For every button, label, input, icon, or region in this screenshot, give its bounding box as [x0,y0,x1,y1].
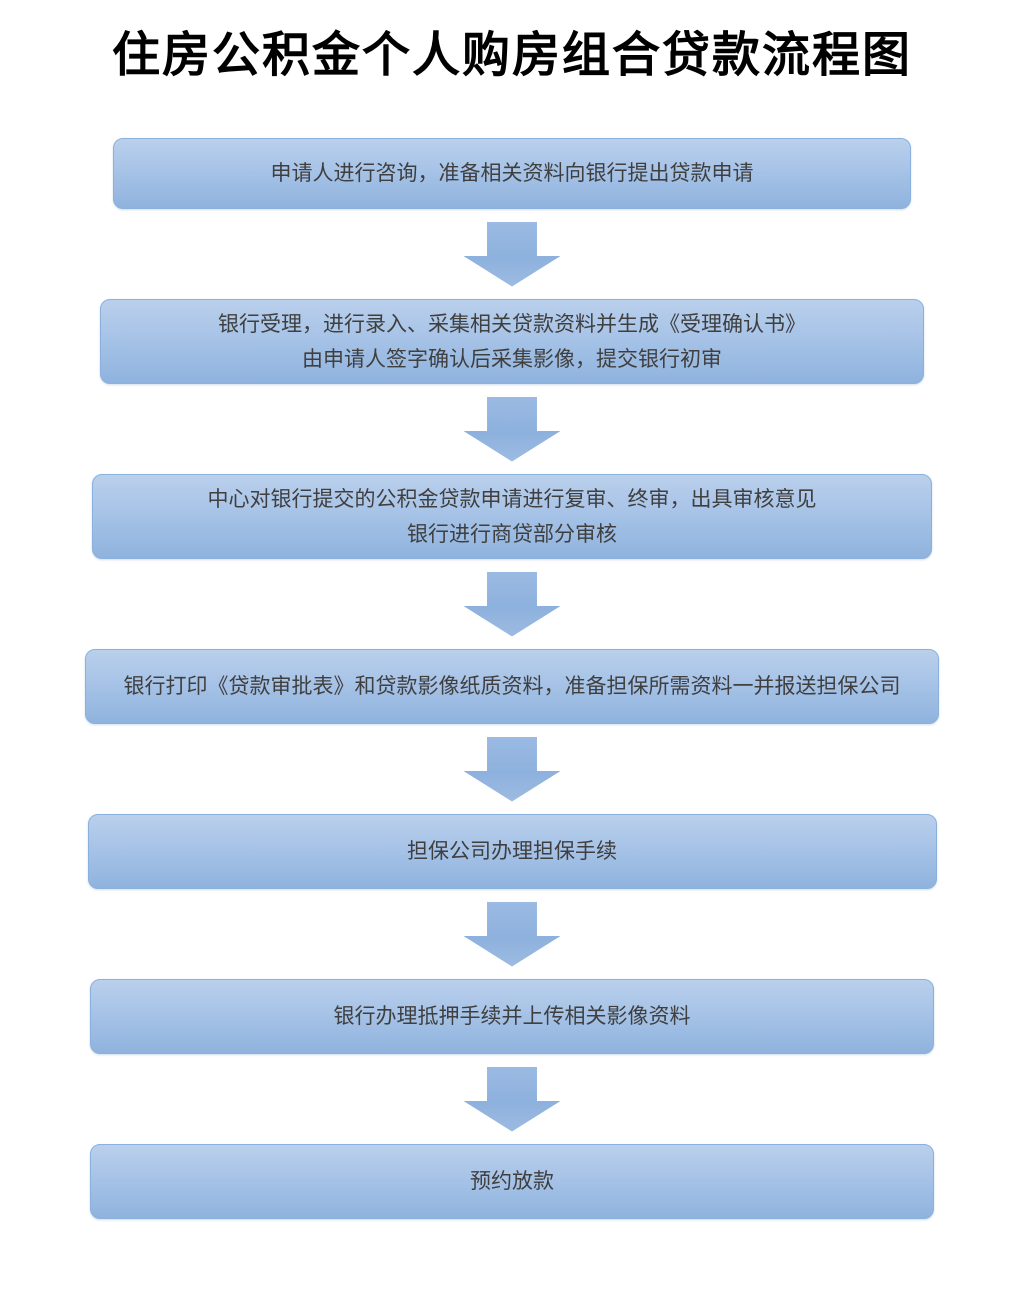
flow-step-3-label: 中心对银行提交的公积金贷款申请进行复审、终审，出具审核意见 银行进行商贷部分审核 [207,487,817,546]
flow-step-4: 银行打印《贷款审批表》和贷款影像纸质资料，准备担保所需资料一并报送担保公司 [85,649,939,724]
flow-step-7-label: 预约放款 [470,1170,554,1193]
connector-row-2 [463,384,561,474]
flow-step-4-label: 银行打印《贷款审批表》和贷款影像纸质资料，准备担保所需资料一并报送担保公司 [123,675,901,698]
down-arrow-icon [463,221,561,287]
down-arrow-icon [463,1066,561,1132]
flow-step-6: 银行办理抵押手续并上传相关影像资料 [90,979,934,1054]
flow-step-2-label: 银行受理，进行录入、采集相关贷款资料并生成《受理确认书》 由申请人签字确认后采集… [218,312,806,371]
flowchart: 申请人进行咨询，准备相关资料向银行提出贷款申请 银行受理，进行录入、采集相关贷款… [0,138,1024,1219]
down-arrow-icon [463,736,561,802]
connector-row-3 [463,559,561,649]
page-title: 住房公积金个人购房组合贷款流程图 [111,29,912,82]
connector-row-5 [463,889,561,979]
down-arrow-icon [463,571,561,637]
flow-step-5: 担保公司办理担保手续 [87,814,937,889]
connector-row-4 [463,724,561,814]
flow-step-7: 预约放款 [90,1144,934,1219]
flow-step-2: 银行受理，进行录入、采集相关贷款资料并生成《受理确认书》 由申请人签字确认后采集… [100,299,924,384]
down-arrow-icon [463,396,561,462]
connector-row-6 [463,1054,561,1144]
flow-step-1-label: 申请人进行咨询，准备相关资料向银行提出贷款申请 [270,162,754,185]
flow-step-3: 中心对银行提交的公积金贷款申请进行复审、终审，出具审核意见 银行进行商贷部分审核 [92,474,932,559]
connector-row-1 [463,209,561,299]
flow-step-5-label: 担保公司办理担保手续 [407,840,617,863]
flow-step-1: 申请人进行咨询，准备相关资料向银行提出贷款申请 [113,138,911,209]
flow-step-6-label: 银行办理抵押手续并上传相关影像资料 [333,1005,691,1028]
down-arrow-icon [463,901,561,967]
